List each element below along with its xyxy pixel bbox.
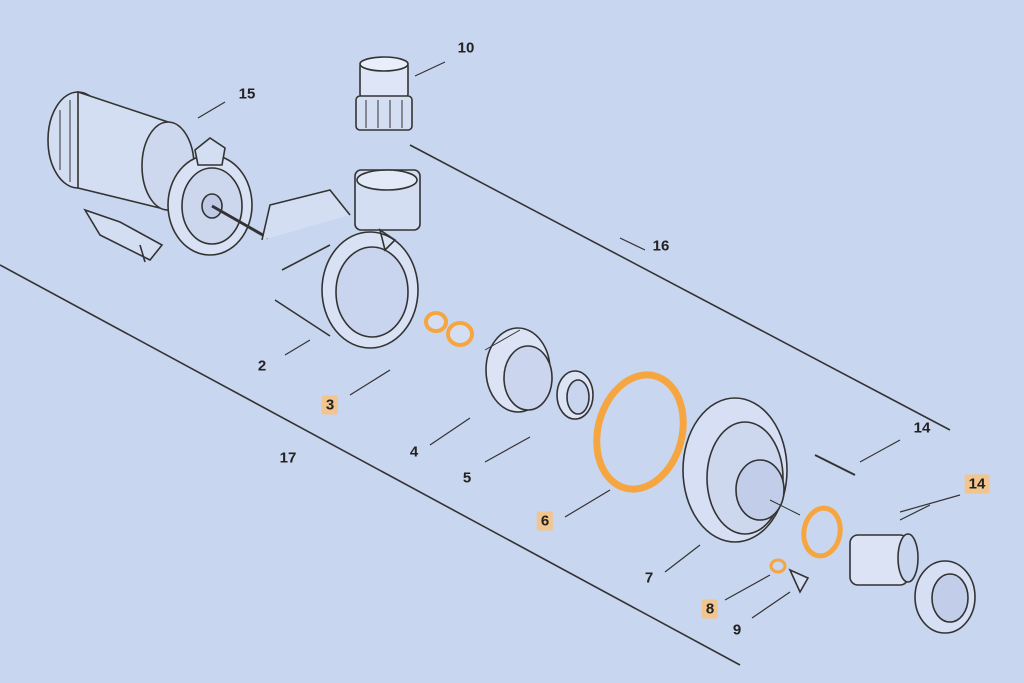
drain-plug (788, 568, 810, 594)
part-label-17: 17 (279, 449, 297, 467)
part-label-6: 6 (536, 511, 554, 531)
part-label-8: 8 (701, 599, 719, 619)
part-label-14-top: 10 (457, 39, 475, 57)
bolt (814, 454, 856, 476)
union-o-ring (801, 505, 843, 559)
part-label-7: 7 (644, 569, 654, 587)
part-label-16: 16 (652, 237, 670, 255)
bracket-16 (409, 144, 951, 431)
impeller (484, 327, 553, 413)
part-label-9: 9 (732, 621, 742, 639)
side-union-fitting (849, 533, 976, 634)
motor-faceplate (167, 137, 269, 256)
volute-o-ring (593, 371, 687, 493)
bracket-17 (0, 264, 741, 666)
pump-housing (261, 169, 421, 349)
part-label-5: 5 (462, 469, 472, 487)
part-label-4: 4 (409, 443, 419, 461)
motor (47, 90, 195, 263)
part-label-3: 3 (321, 395, 339, 415)
shaft-seal (424, 311, 474, 347)
top-union-fitting (355, 56, 413, 131)
part-label-2: 2 (257, 357, 267, 375)
wear-ring (556, 370, 594, 420)
part-label-14-right: 14 (964, 474, 990, 494)
leader-lines (197, 61, 961, 619)
part-label-15: 15 (238, 85, 256, 103)
drain-o-ring (769, 558, 787, 574)
volute (682, 397, 801, 543)
part-label-10: 14 (913, 419, 931, 437)
